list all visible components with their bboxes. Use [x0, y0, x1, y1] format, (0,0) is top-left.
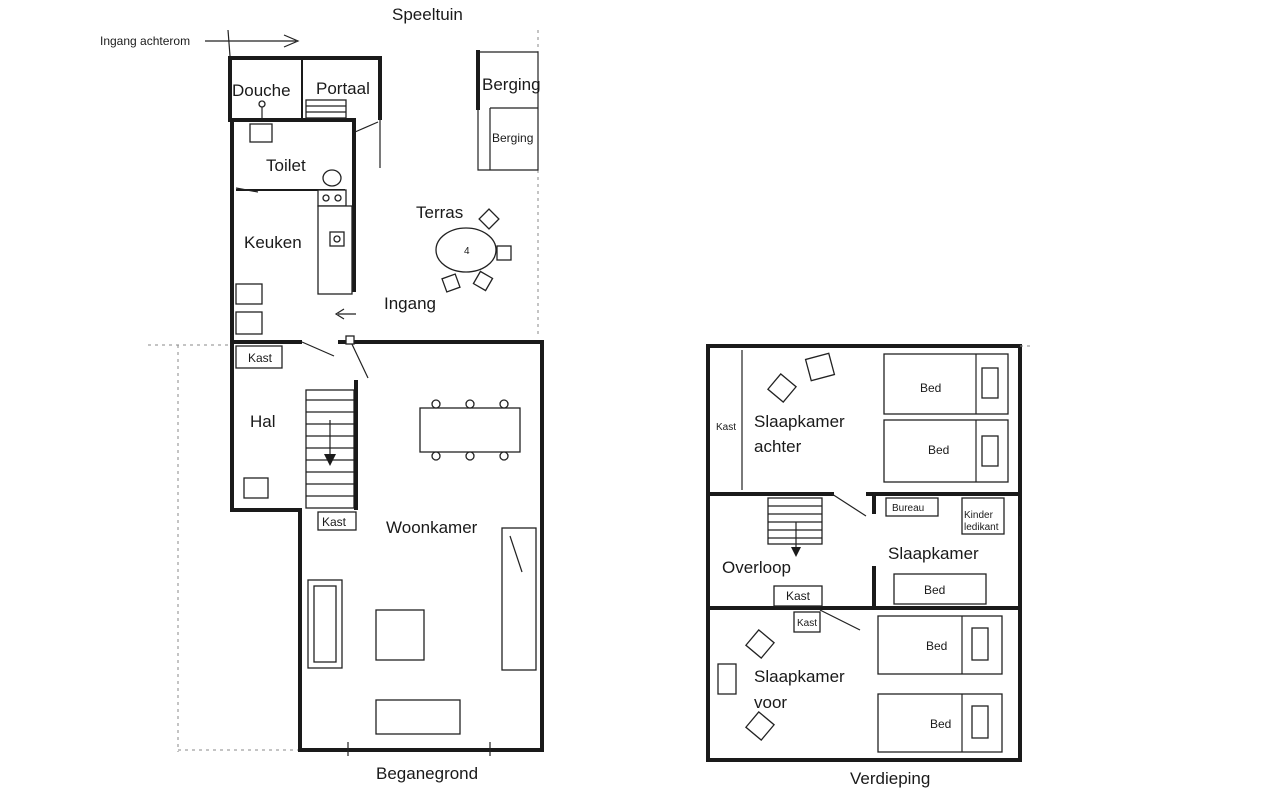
terrace-table	[435, 227, 497, 273]
label-bed-5: Bed	[930, 717, 951, 731]
label-toilet: Toilet	[266, 156, 306, 175]
ground-floor-plan: Speeltuin Ingang achterom Douche Portaal…	[100, 5, 544, 783]
sink-bowl	[334, 194, 342, 202]
label-bed-4: Bed	[926, 639, 947, 653]
door-swing	[831, 493, 867, 517]
label-living-room: Woonkamer	[386, 518, 478, 537]
kitchen-chair	[235, 283, 263, 305]
toilet-bowl	[322, 169, 342, 187]
terrace-chair	[496, 245, 512, 261]
storage-outline	[477, 51, 539, 171]
dining-chair	[465, 451, 475, 461]
label-playground: Speeltuin	[392, 5, 463, 24]
arrow-head	[334, 308, 345, 320]
label-shower: Douche	[232, 81, 291, 100]
door-swing	[354, 121, 379, 133]
label-terrace-table: 4	[464, 246, 470, 257]
label-bed-1: Bed	[920, 381, 941, 395]
stair-arrow-head	[791, 547, 801, 557]
door-line	[227, 29, 231, 57]
label-landing-closet: Kast	[786, 589, 811, 603]
label-desk: Bureau	[892, 503, 924, 514]
label-hall: Hal	[250, 412, 276, 431]
label-living-closet: Kast	[322, 515, 347, 529]
dining-chair	[431, 451, 441, 461]
label-back-entrance: Ingang achterom	[100, 34, 190, 48]
stove-burner	[333, 235, 341, 243]
label-porch: Portaal	[316, 79, 370, 98]
living-closet	[317, 511, 357, 531]
desk	[885, 497, 939, 517]
door-swing	[235, 187, 259, 193]
label-small-closet: Kast	[797, 618, 817, 629]
dining-chair	[499, 451, 509, 461]
shower-tray	[249, 123, 273, 143]
hall-closet	[235, 345, 283, 369]
wall	[228, 56, 382, 120]
chair	[744, 628, 776, 660]
caption-upper-floor: Verdieping	[850, 769, 930, 788]
pillow	[981, 367, 999, 399]
chair	[766, 372, 798, 404]
small-closet	[793, 611, 821, 633]
caption-ground-floor: Beganegrond	[376, 764, 478, 783]
pillow	[981, 435, 999, 467]
label-landing: Overloop	[722, 558, 791, 577]
label-bed-2: Bed	[928, 443, 949, 457]
bed	[883, 419, 1009, 483]
chair	[804, 352, 836, 382]
tv-cabinet	[501, 527, 537, 671]
upper-floor-plan: Kast Slaapkamer achter Bed Bed Bureau Ki…	[706, 344, 1030, 788]
pillow	[971, 627, 989, 661]
door-swing	[819, 609, 861, 631]
label-crib-line1: Kinder	[964, 510, 994, 521]
sink-bowl	[322, 194, 330, 202]
sofa	[375, 699, 461, 735]
terrace-chair	[441, 273, 461, 293]
door-frame	[345, 335, 355, 345]
kitchen-counter	[317, 205, 353, 295]
sofa-cushion	[313, 585, 337, 663]
label-back-bedroom-line2: achter	[754, 437, 802, 456]
porch-stairs	[305, 99, 347, 119]
shower-head	[258, 100, 266, 108]
terrace-chair	[478, 208, 500, 230]
stair-arrow-head	[324, 454, 336, 466]
pillow	[971, 705, 989, 739]
door-swing	[301, 341, 335, 357]
terrace-chair	[472, 270, 494, 292]
chair	[744, 710, 776, 742]
label-middle-bedroom: Slaapkamer	[888, 544, 979, 563]
landing-closet	[773, 585, 823, 607]
kitchen-sink	[317, 189, 347, 207]
door-swing	[349, 339, 369, 379]
label-hall-closet: Kast	[248, 351, 273, 365]
label-back-bedroom-line1: Slaapkamer	[754, 412, 845, 431]
staircase	[767, 497, 823, 545]
dining-chair	[431, 399, 441, 409]
dining-chair	[465, 399, 475, 409]
dining-chair	[499, 399, 509, 409]
bed	[893, 573, 987, 605]
cabinet	[717, 663, 737, 695]
label-bed-3: Bed	[924, 583, 945, 597]
hall-cabinet	[243, 477, 269, 499]
crib	[961, 497, 1005, 535]
label-terrace: Terras	[416, 203, 463, 222]
label-storage-1: Berging	[482, 75, 541, 94]
label-front-bedroom-line2: voor	[754, 693, 787, 712]
dining-table	[419, 407, 521, 453]
tv	[509, 535, 523, 573]
label-back-bedroom-closet: Kast	[716, 422, 736, 433]
arrow-head	[283, 34, 300, 48]
label-front-bedroom-line1: Slaapkamer	[754, 667, 845, 686]
label-kitchen: Keuken	[244, 233, 302, 252]
label-crib-line2: ledikant	[964, 522, 999, 533]
kitchen-chair	[235, 311, 263, 335]
label-entrance: Ingang	[384, 294, 436, 313]
coffee-table	[375, 609, 425, 661]
label-storage-2: Berging	[492, 131, 533, 145]
